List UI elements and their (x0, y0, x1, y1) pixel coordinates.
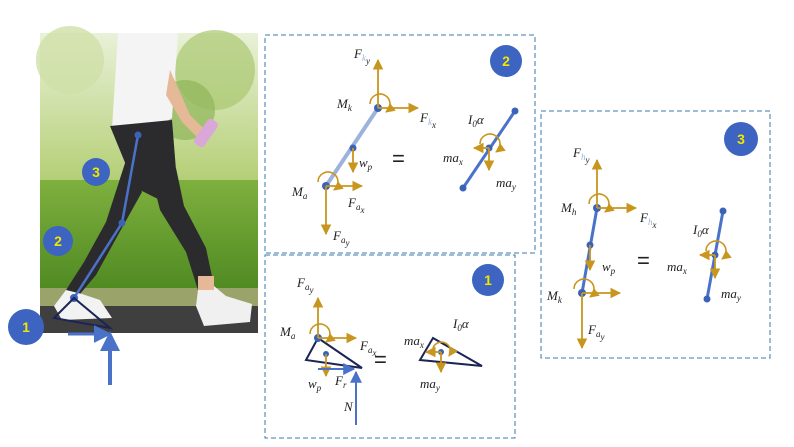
panel-3-badge (724, 122, 758, 156)
walking-photo (36, 26, 258, 333)
svg-text:3: 3 (92, 164, 100, 180)
label-fax: Fax (359, 338, 376, 358)
svg-text:2: 2 (54, 233, 62, 249)
hip-joint (134, 131, 142, 139)
knee-joint (118, 219, 126, 227)
label-fay: Fay (332, 228, 349, 248)
moment-mk-arc (369, 93, 396, 113)
label-fhy: Fhy (572, 145, 589, 165)
label-fay: Fay (296, 275, 313, 295)
foot-triangle-fbd (304, 336, 363, 369)
moment-mk-arc (573, 278, 600, 298)
label-may: may (420, 376, 440, 393)
label-may: may (721, 286, 741, 303)
panel-1-badge (472, 264, 504, 296)
equals-sign: = (392, 146, 405, 171)
foot-triangle (51, 296, 114, 330)
label-fkx: Fkx (419, 110, 436, 130)
label-fr: Fr (334, 373, 347, 390)
label-i0a: I0α (692, 222, 710, 239)
label-mk: Mk (336, 96, 353, 113)
label-max: max (667, 259, 687, 276)
photo-badge-3: 3 (82, 158, 110, 186)
moment-mh-arc (588, 193, 615, 213)
panel-3-border (540, 110, 771, 359)
panel-2-shank: 2 Fky Mk Fkx wp Ma Fax Fay = I0α max (264, 34, 536, 254)
shank-segment (72, 222, 124, 299)
label-wp: wp (359, 155, 373, 172)
panel-1-foot: 1 Fay Ma Fax wp Fr N = I0α max may (264, 254, 516, 439)
photo-badge-1: 1 (8, 309, 44, 345)
moment-i0a-arc (479, 133, 506, 153)
label-max: max (404, 333, 424, 350)
thigh-segment (120, 134, 140, 224)
leg-model-overlay (51, 131, 142, 385)
moment-ma-arc (309, 323, 336, 343)
label-wp: wp (308, 376, 322, 393)
label-i0a: I0α (467, 112, 485, 129)
panel-2-border (264, 34, 536, 254)
label-mk: Mk (546, 288, 563, 305)
equals-sign: = (637, 248, 650, 273)
svg-text:3: 3 (737, 131, 745, 147)
label-max: max (443, 150, 463, 167)
photo-badge-2: 2 (43, 226, 73, 256)
moment-i0a-arc (705, 240, 732, 260)
label-wp: wp (602, 259, 616, 276)
panel-1-border (264, 254, 516, 439)
label-fhx: Fhx (639, 210, 656, 230)
label-fky: Fky (353, 46, 370, 66)
panel-3-thigh: 3 Fhy Mh Fhx wp Mk Fay = I0α max may (540, 110, 771, 359)
label-ma: Ma (291, 184, 308, 201)
moment-ma-arc (317, 171, 344, 191)
svg-text:2: 2 (502, 53, 510, 69)
svg-text:1: 1 (22, 319, 30, 335)
label-n: N (343, 399, 354, 414)
label-i0a: I0α (452, 316, 470, 333)
panel-2-badge (490, 45, 522, 77)
label-mh: Mh (560, 200, 577, 217)
svg-text:1: 1 (484, 272, 492, 288)
label-ma: Ma (279, 324, 296, 341)
label-fax: Fax (347, 195, 364, 215)
moment-i0a-arc (432, 341, 458, 357)
equals-sign: = (374, 347, 387, 372)
label-may: may (496, 175, 516, 192)
label-fay: Fay (587, 322, 604, 342)
